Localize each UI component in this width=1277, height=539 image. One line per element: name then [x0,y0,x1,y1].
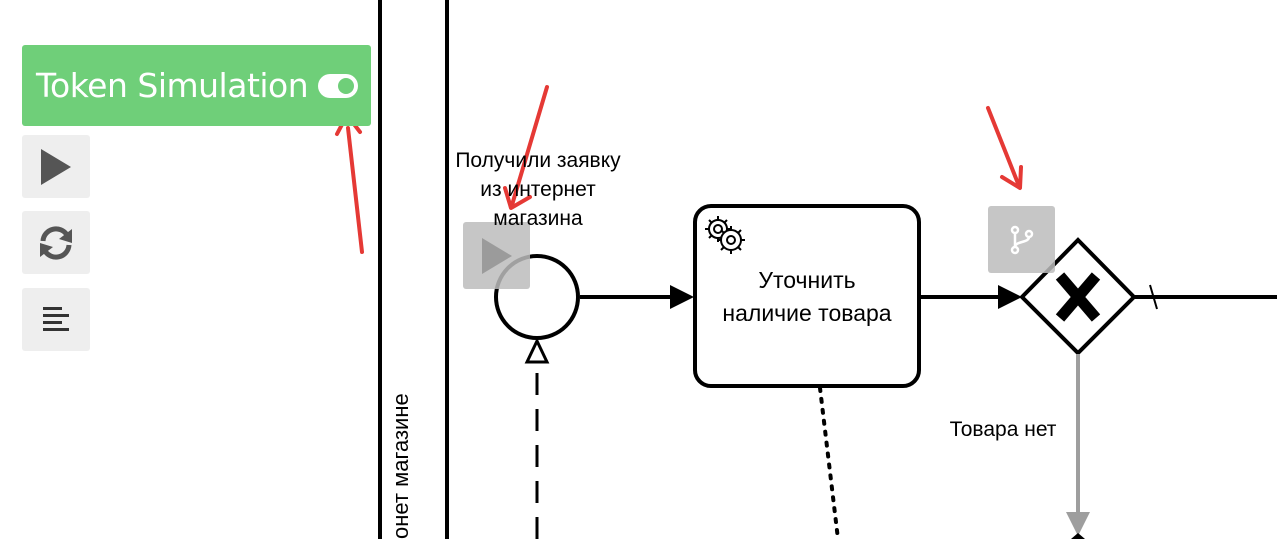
default-flow-marker [1149,284,1158,310]
reset-simulation-button[interactable] [22,211,90,274]
flow-label: Товара нет [949,418,1057,441]
sequence-flow-3-arrow [1066,512,1090,536]
play-simulation-button[interactable] [22,135,90,198]
message-flow-arrow [524,337,550,364]
token-simulation-label: Token Simulation [36,66,309,105]
task-label: Уточнить наличие товара [722,267,892,326]
play-icon [481,237,512,274]
toggle-on-icon[interactable] [318,74,358,98]
start-event-label: Получили заявку из интернет магазина [455,149,621,230]
sequence-flow-1-arrow [670,285,694,309]
next-element-tip [1071,533,1085,539]
log-icon [43,306,69,331]
log-button[interactable] [22,288,90,351]
gateway-x-marker [1055,272,1101,322]
association[interactable] [818,386,840,539]
play-icon [41,148,71,185]
sequence-flow-2-arrow [998,285,1022,309]
service-task-gear-icon [705,216,745,254]
gateway-settings-button[interactable] [988,206,1055,273]
trigger-start-event-button[interactable] [463,222,530,289]
annotation-arrow-start [503,85,549,210]
lane-label: онет магазине [388,393,413,539]
fork-icon [1010,225,1033,254]
annotation-arrow-toggle [335,113,364,254]
reset-icon [40,225,72,260]
token-simulation-toggle[interactable]: Token Simulation [22,45,371,126]
service-task[interactable] [693,204,921,388]
annotation-arrow-gateway [986,106,1023,190]
